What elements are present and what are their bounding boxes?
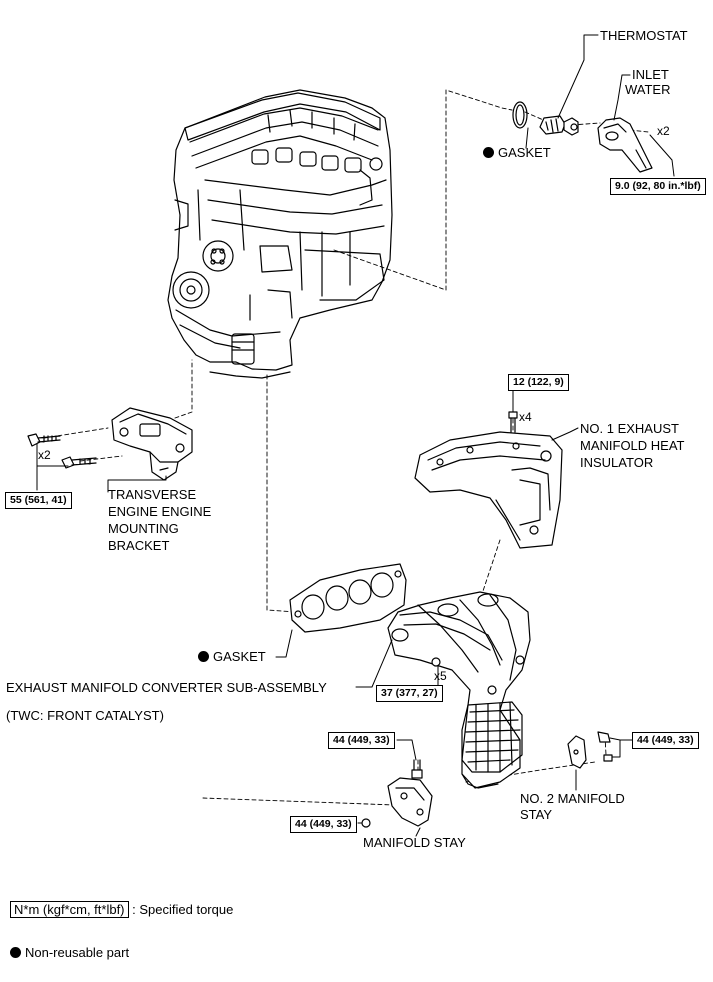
torque-inlet: 9.0 (92, 80 in.*lbf) [610, 178, 706, 195]
gasket-mid-label: GASKET [198, 648, 266, 665]
inlet-water-label-line1: INLET [632, 67, 669, 82]
legend-torque-format: N*m (kgf*cm, ft*lbf) [10, 901, 129, 918]
twc-label: (TWC: FRONT CATALYST) [6, 708, 164, 723]
gasket-top-label: GASKET [483, 144, 551, 161]
legend-non-reusable-text: Non-reusable part [25, 945, 130, 960]
heat-insulator-label-line1: NO. 1 EXHAUST [580, 421, 679, 436]
heat-insulator-multiplier: x4 [519, 410, 532, 424]
bracket-label-line4: BRACKET [108, 538, 170, 553]
gasket-top-text: GASKET [498, 145, 551, 160]
manifold-stay-part [361, 759, 433, 828]
exhaust-manifold-part [387, 591, 531, 789]
bracket-multiplier: x2 [38, 448, 51, 462]
engine-block [167, 89, 393, 379]
heat-insulator-part [414, 411, 563, 549]
bracket-label-line2: ENGINE ENGINE [108, 504, 212, 519]
torque-no2-stay: 44 (449, 33) [632, 732, 699, 749]
manifold-stay-label: MANIFOLD STAY [363, 835, 466, 850]
torque-stay-top: 44 (449, 33) [328, 732, 395, 749]
mounting-bracket-part [111, 407, 193, 481]
exhaust-manifold-label: EXHAUST MANIFOLD CONVERTER SUB-ASSEMBLY [6, 680, 327, 695]
legend-torque: N*m (kgf*cm, ft*lbf) : Specified torque [10, 901, 233, 918]
no2-stay-label-line1: NO. 2 MANIFOLD [520, 791, 625, 806]
heat-insulator-label-line2: MANIFOLD HEAT [580, 438, 685, 453]
inlet-multiplier: x2 [657, 124, 670, 138]
manifold-multiplier: x5 [434, 669, 447, 683]
torque-heat-insulator: 12 (122, 9) [508, 374, 569, 391]
inlet-water-label-line2: WATER [625, 82, 671, 97]
non-reusable-dot-icon [198, 651, 209, 662]
thermostat-part [539, 115, 579, 136]
torque-manifold: 37 (377, 27) [376, 685, 443, 702]
non-reusable-dot-icon [483, 147, 494, 158]
inlet-water-part [597, 117, 653, 173]
non-reusable-dot-icon [10, 947, 21, 958]
bracket-bolts [27, 433, 97, 469]
bracket-label-line1: TRANSVERSE [108, 487, 197, 502]
no2-stay-label-line2: STAY [520, 807, 553, 822]
torque-stay-bottom: 44 (449, 33) [290, 816, 357, 833]
no2-manifold-stay-part [567, 731, 613, 769]
torque-bracket: 55 (561, 41) [5, 492, 72, 509]
legend-torque-desc: : Specified torque [132, 902, 234, 917]
gasket-mid-text: GASKET [213, 649, 266, 664]
bracket-label-line3: MOUNTING [108, 521, 179, 536]
heat-insulator-label-line3: INSULATOR [580, 455, 654, 470]
manifold-gasket-part [289, 563, 407, 633]
thermostat-label: THERMOSTAT [600, 28, 688, 43]
thermostat-gasket [512, 101, 528, 129]
legend-non-reusable: Non-reusable part [10, 944, 129, 961]
